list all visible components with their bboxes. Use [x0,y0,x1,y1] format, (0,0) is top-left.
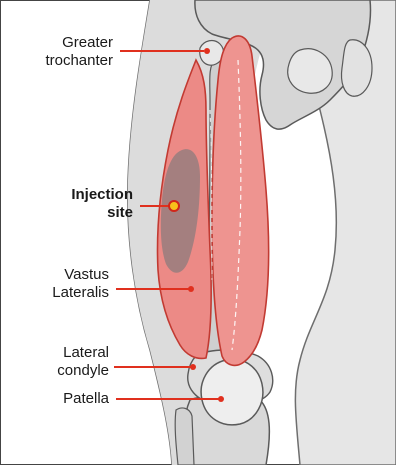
pelvis-ramus [341,40,372,96]
label-injection-site-line1: Injection [71,186,133,204]
label-injection-site: Injection site [71,186,133,222]
label-greater-trochanter-line1: Greater [45,34,113,52]
patella-bone [201,359,263,425]
label-greater-trochanter-line2: trochanter [45,52,113,70]
dot-greater-trochanter [204,48,210,54]
label-vastus-lateralis-line1: Vastus [52,266,109,284]
label-lateral-condyle-line2: condyle [57,362,109,380]
label-patella: Patella [63,390,109,408]
label-vastus-lateralis-line2: Lateralis [52,284,109,302]
dot-vastus-lateralis [188,286,194,292]
dot-lateral-condyle [190,364,196,370]
label-lateral-condyle-line1: Lateral [57,344,109,362]
dot-patella [218,396,224,402]
fibula-bone [175,408,194,465]
label-greater-trochanter: Greater trochanter [45,34,113,70]
label-patella-line1: Patella [63,390,109,408]
label-injection-site-line2: site [71,204,133,222]
label-vastus-lateralis: Vastus Lateralis [52,266,109,302]
label-lateral-condyle: Lateral condyle [57,344,109,380]
injection-site-marker [169,201,179,211]
